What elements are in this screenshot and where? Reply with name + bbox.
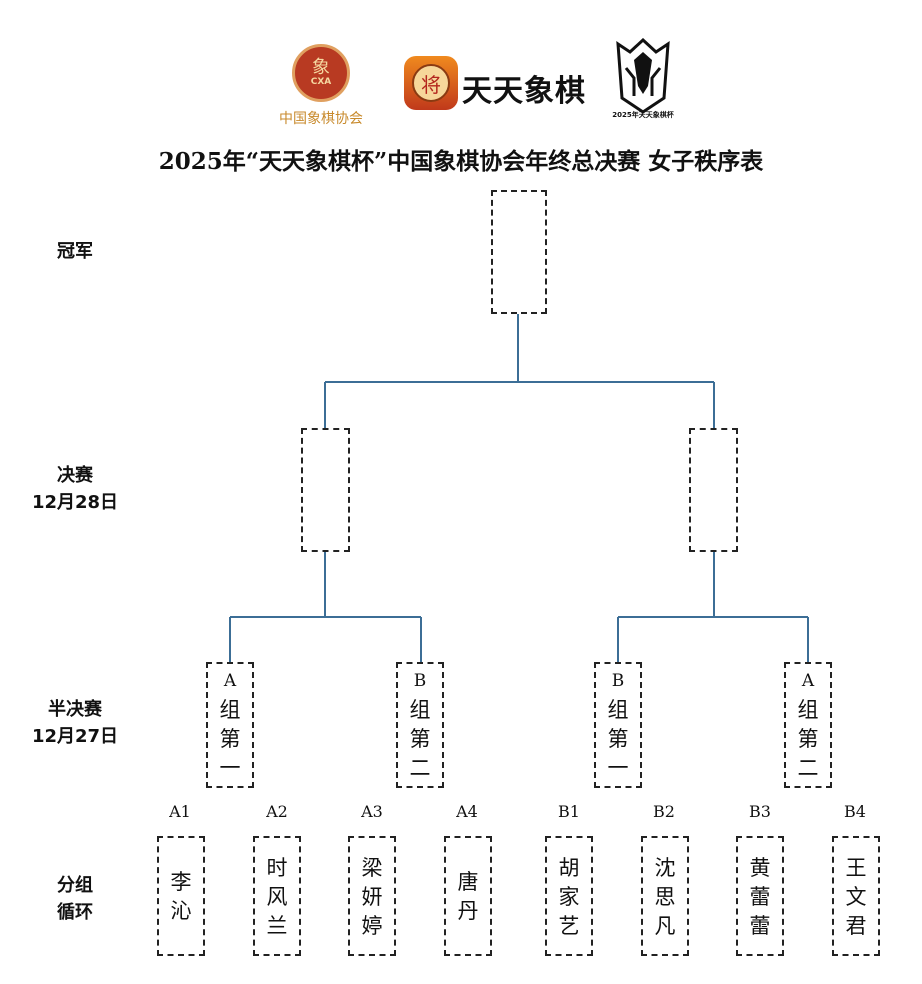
player-name-char: 艺 xyxy=(558,914,580,938)
player-name-char: 婷 xyxy=(361,914,383,938)
seed-label: B4 xyxy=(844,802,866,821)
app-icon: 将 xyxy=(404,56,458,110)
association-name: 中国象棋协会 xyxy=(279,111,363,127)
player-slot: 沈 思 凡 xyxy=(641,836,689,956)
semifinal-group: B xyxy=(413,671,427,691)
player-name-char: 家 xyxy=(558,885,580,909)
final-slot-right xyxy=(689,428,738,552)
player-name-char: 妍 xyxy=(361,885,383,909)
round-label-group: 分组 循环 xyxy=(18,872,132,926)
round-label-semifinal: 半决赛 12月27日 xyxy=(18,696,132,750)
round-label-final: 决赛 12月28日 xyxy=(18,462,132,516)
champion-slot xyxy=(491,190,547,314)
semifinal-char: 组 xyxy=(219,698,241,722)
player-slot: 李 沁 xyxy=(157,836,205,956)
semifinal-label: 半决赛 xyxy=(48,699,102,720)
player-slot: 时 风 兰 xyxy=(253,836,301,956)
player-name-char: 蕾 xyxy=(749,914,771,938)
event-badge-text: 2025年天天象棋杯 xyxy=(612,111,674,119)
seed-label: A4 xyxy=(456,802,478,821)
semifinal-group: A xyxy=(223,671,237,691)
player-slot: 梁 妍 婷 xyxy=(348,836,396,956)
player-name-char: 沈 xyxy=(654,856,676,880)
seed-label: A1 xyxy=(169,802,191,821)
seed-label: A2 xyxy=(266,802,288,821)
semifinal-char: 组 xyxy=(797,698,819,722)
seed-label: A3 xyxy=(361,802,383,821)
champion-label: 冠军 xyxy=(57,241,93,262)
player-name-char: 李 xyxy=(170,870,192,894)
app-name: 天天象棋 xyxy=(462,74,586,109)
player-name-char: 王 xyxy=(845,856,867,880)
bracket-connectors xyxy=(229,314,809,662)
association-seal-icon: 象 CXA xyxy=(292,44,350,102)
semifinal-char: 二 xyxy=(409,756,431,780)
semifinal-char: 一 xyxy=(607,756,629,780)
page-title: 2025年“天天象棋杯”中国象棋协会年终总决赛 女子秩序表 xyxy=(158,148,764,175)
seed-label: B3 xyxy=(749,802,771,821)
semifinal-group: B xyxy=(611,671,625,691)
semifinal-char: 第 xyxy=(219,727,241,751)
connector-champion xyxy=(324,314,715,428)
player-name-char: 兰 xyxy=(266,914,288,938)
connector-final-left xyxy=(229,552,422,662)
final-slot-left xyxy=(301,428,350,552)
semifinal-char: 第 xyxy=(797,727,819,751)
logo-bar: 象 CXA 中国象棋协会 将 天天象棋 2025年天天象棋杯 xyxy=(0,36,922,128)
semifinal-char: 组 xyxy=(607,698,629,722)
group-label: 分组 xyxy=(57,875,93,896)
semifinal-char: 一 xyxy=(219,756,241,780)
semifinal-char: 第 xyxy=(409,727,431,751)
semifinal-char: 组 xyxy=(409,698,431,722)
player-name-char: 文 xyxy=(845,885,867,909)
player-name-char: 黄 xyxy=(749,856,771,880)
semifinal-slot: B 组 第 一 xyxy=(594,662,642,788)
round-label-champion: 冠军 xyxy=(18,238,132,265)
player-name-char: 丹 xyxy=(457,899,479,923)
player-name-char: 胡 xyxy=(558,856,580,880)
chess-piece-icon: 将 xyxy=(412,64,450,102)
player-name-char: 蕾 xyxy=(749,885,771,909)
association-seal-glyph: 象 xyxy=(312,57,330,78)
group-sub-label: 循环 xyxy=(57,902,93,923)
association-abbr: CXA xyxy=(310,77,332,87)
semifinal-slot: A 组 第 一 xyxy=(206,662,254,788)
player-slot: 胡 家 艺 xyxy=(545,836,593,956)
seed-label: B2 xyxy=(653,802,675,821)
semifinal-slot: A 组 第 二 xyxy=(784,662,832,788)
semifinal-slot: B 组 第 二 xyxy=(396,662,444,788)
event-badge-icon xyxy=(616,38,670,114)
semifinal-char: 第 xyxy=(607,727,629,751)
player-name-char: 风 xyxy=(266,885,288,909)
semifinal-group: A xyxy=(801,671,815,691)
player-slot: 黄 蕾 蕾 xyxy=(736,836,784,956)
final-label: 决赛 xyxy=(57,465,93,486)
player-name-char: 唐 xyxy=(457,870,479,894)
player-name-char: 君 xyxy=(845,914,867,938)
player-name-char: 时 xyxy=(266,856,288,880)
final-date: 12月28日 xyxy=(31,492,119,513)
player-name-char: 凡 xyxy=(654,914,676,938)
player-name-char: 思 xyxy=(654,885,676,909)
player-slot: 王 文 君 xyxy=(832,836,880,956)
connector-final-right xyxy=(617,552,809,662)
seed-label: B1 xyxy=(558,802,580,821)
player-slot: 唐 丹 xyxy=(444,836,492,956)
semifinal-char: 二 xyxy=(797,756,819,780)
player-name-char: 沁 xyxy=(170,899,192,923)
semifinal-date: 12月27日 xyxy=(31,726,119,747)
player-name-char: 梁 xyxy=(361,856,383,880)
